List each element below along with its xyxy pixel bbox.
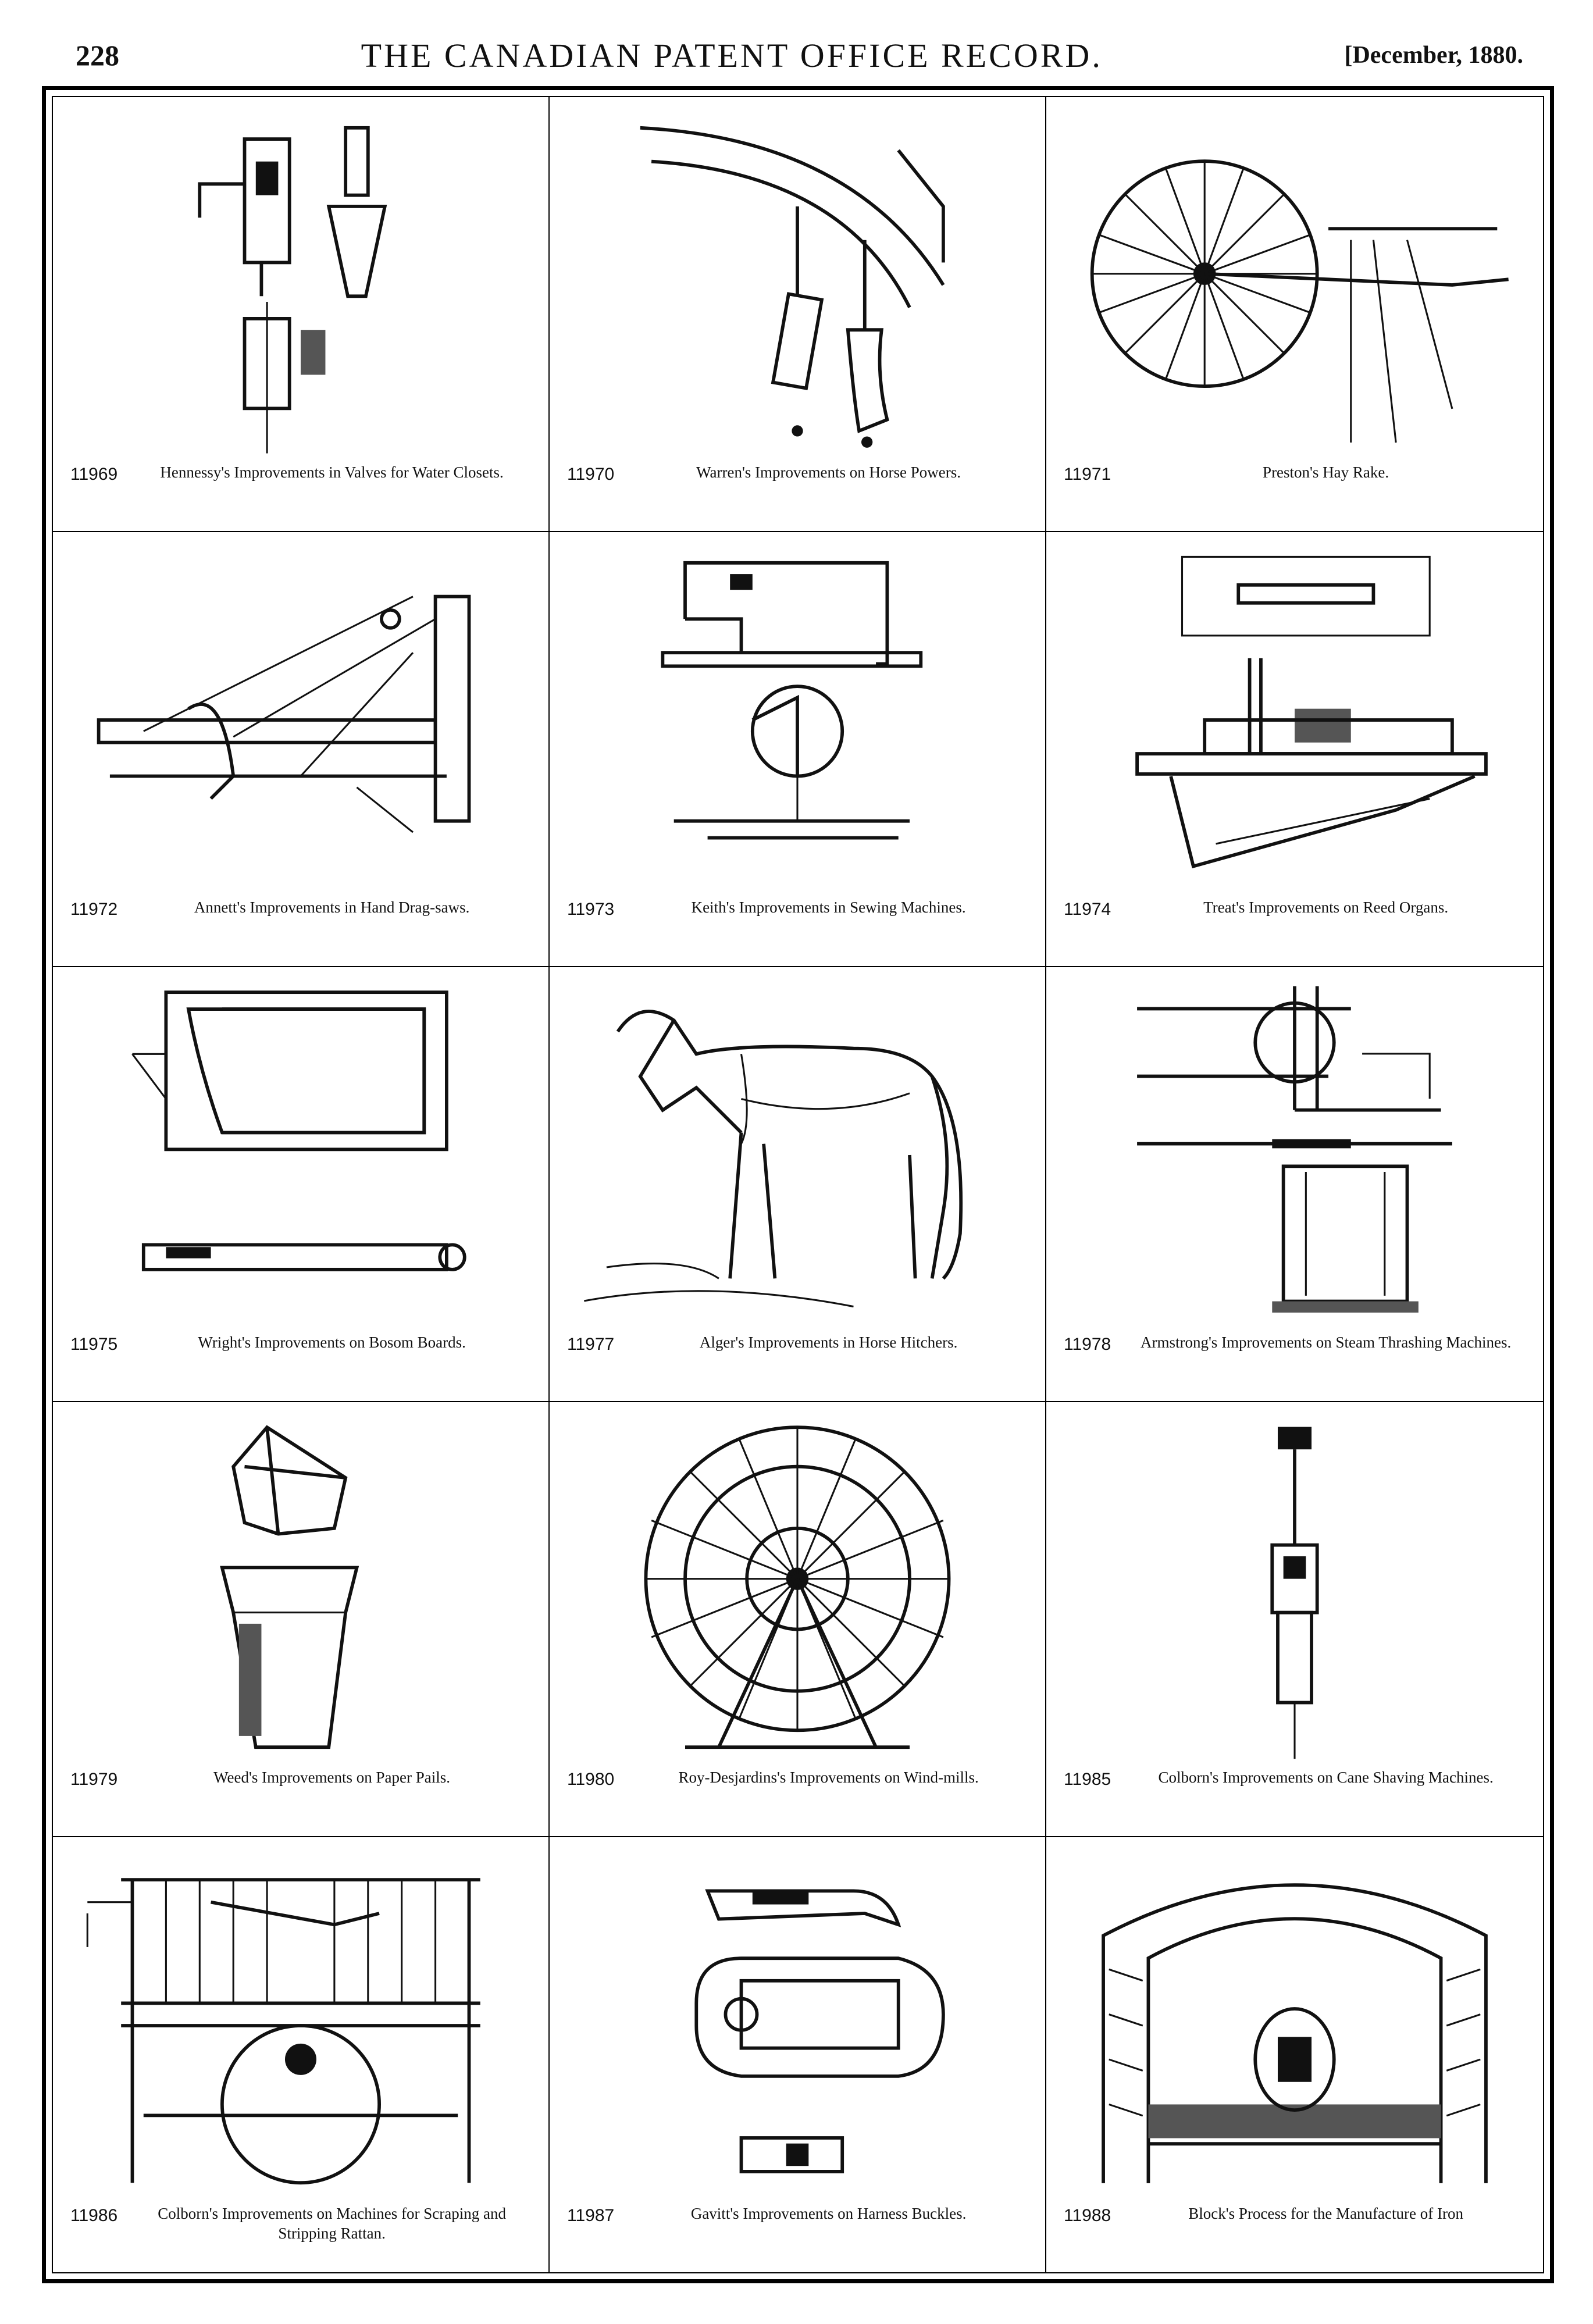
patent-plate-inner-frame: 11969 Hennessy's Improvements in Valves … — [52, 96, 1544, 2273]
patent-title: Wright's Improvements on Bosom Boards. — [198, 1334, 466, 1351]
patent-title: Treat's Improvements on Reed Organs. — [1203, 899, 1449, 916]
patent-title: Roy-Desjardins's Improvements on Wind-mi… — [678, 1769, 979, 1786]
patent-entry: 11980 Roy-Desjardins's Improvements on W… — [550, 1402, 1046, 1837]
patent-title: Annett's Improvements in Hand Drag-saws. — [194, 899, 470, 916]
patent-number: 11971 — [1064, 465, 1111, 484]
patent-entry: 11978 Armstrong's Improvements on Steam … — [1046, 967, 1543, 1402]
patent-title: Armstrong's Improvements on Steam Thrash… — [1140, 1334, 1512, 1351]
issue-date: [December, 1880. — [1344, 42, 1523, 69]
patent-title: Warren's Improvements on Horse Powers. — [696, 464, 961, 481]
sewing-machine-drawing-icon — [573, 550, 1022, 890]
patent-number: 11977 — [567, 1335, 615, 1354]
patent-entry: 11985 Colborn's Improvements on Cane Sha… — [1046, 1402, 1543, 1837]
iron-furnace-drawing-icon — [1070, 1855, 1520, 2197]
journal-title: THE CANADIAN PATENT OFFICE RECORD. — [361, 36, 1103, 74]
page-number: 228 — [76, 39, 119, 72]
patent-number: 11973 — [567, 900, 615, 919]
patent-entry: 11975 Wright's Improvements on Bosom Boa… — [53, 967, 550, 1402]
patent-number: 11975 — [70, 1335, 118, 1354]
cane-shaving-drawing-icon — [1070, 1420, 1520, 1760]
patent-number: 11987 — [567, 2206, 615, 2225]
drag-saw-drawing-icon — [76, 550, 525, 890]
patent-title: Colborn's Improvements on Machines for S… — [158, 2205, 506, 2242]
patent-entry: 11987 Gavitt's Improvements on Harness B… — [550, 1837, 1046, 2272]
patent-title: Weed's Improvements on Paper Pails. — [213, 1769, 451, 1786]
page-header: 228 THE CANADIAN PATENT OFFICE RECORD. [… — [76, 23, 1523, 87]
bosom-board-drawing-icon — [76, 985, 525, 1325]
reed-organ-drawing-icon — [1070, 550, 1520, 890]
patent-entry: 11977 Alger's Improvements in Horse Hitc… — [550, 967, 1046, 1402]
patent-number: 11972 — [70, 900, 118, 919]
harness-buckle-drawing-icon — [573, 1855, 1022, 2197]
wind-mill-drawing-icon — [573, 1420, 1022, 1760]
patent-entry: 11973 Keith's Improvements in Sewing Mac… — [550, 532, 1046, 967]
patent-entry: 11972 Annett's Improvements in Hand Drag… — [53, 532, 550, 967]
patent-title: Alger's Improvements in Horse Hitchers. — [699, 1334, 958, 1351]
patent-number: 11969 — [70, 465, 118, 484]
valve-drawing-icon — [76, 115, 525, 455]
patent-entry: 11979 Weed's Improvements on Paper Pails… — [53, 1402, 550, 1837]
patent-title: Gavitt's Improvements on Harness Buckles… — [690, 2205, 967, 2222]
patent-number: 11986 — [70, 2206, 118, 2225]
patent-entry: 11988 Block's Process for the Manufactur… — [1046, 1837, 1543, 2272]
horse-hitcher-drawing-icon — [573, 985, 1022, 1325]
patent-plate-frame: 11969 Hennessy's Improvements in Valves … — [42, 86, 1554, 2283]
patent-number: 11985 — [1064, 1770, 1111, 1789]
patent-title: Preston's Hay Rake. — [1263, 464, 1389, 481]
patent-entry: 11970 Warren's Improvements on Horse Pow… — [550, 97, 1046, 532]
patent-title: Colborn's Improvements on Cane Shaving M… — [1158, 1769, 1494, 1786]
patent-number: 11978 — [1064, 1335, 1111, 1354]
thrashing-machine-drawing-icon — [1070, 985, 1520, 1325]
patent-number: 11970 — [567, 465, 615, 484]
paper-pail-drawing-icon — [76, 1420, 525, 1760]
patent-number: 11988 — [1064, 2206, 1111, 2225]
patent-entry: 11969 Hennessy's Improvements in Valves … — [53, 97, 550, 532]
hay-rake-drawing-icon — [1070, 115, 1520, 455]
rattan-machine-drawing-icon — [76, 1855, 525, 2197]
patent-number: 11974 — [1064, 900, 1111, 919]
patent-number: 11979 — [70, 1770, 118, 1789]
patent-number: 11980 — [567, 1770, 615, 1789]
patent-entry: 11986 Colborn's Improvements on Machines… — [53, 1837, 550, 2272]
patent-title: Keith's Improvements in Sewing Machines. — [691, 899, 966, 916]
patent-entry: 11971 Preston's Hay Rake. — [1046, 97, 1543, 532]
patent-title: Hennessy's Improvements in Valves for Wa… — [160, 464, 504, 481]
patent-title: Block's Process for the Manufacture of I… — [1188, 2205, 1463, 2222]
patent-entry: 11974 Treat's Improvements on Reed Organ… — [1046, 532, 1543, 967]
horse-power-drawing-icon — [573, 115, 1022, 455]
patent-grid: 11969 Hennessy's Improvements in Valves … — [53, 97, 1543, 2272]
